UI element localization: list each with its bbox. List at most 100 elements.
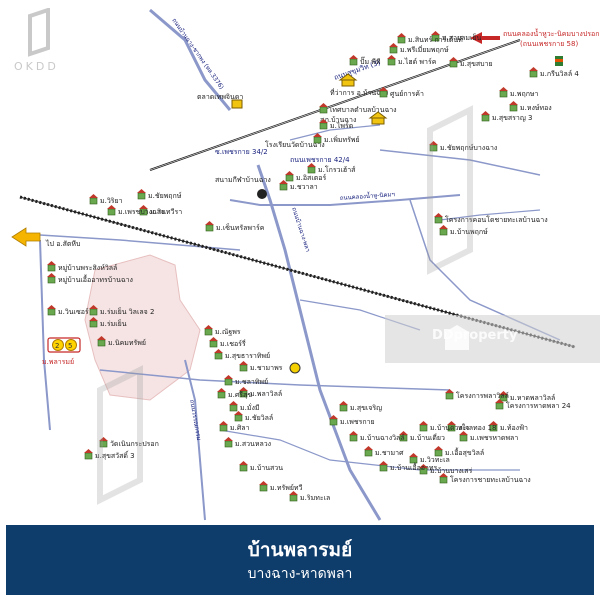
label-market: ตลาดเทพจินดา bbox=[197, 93, 243, 101]
house-marker-icon bbox=[439, 225, 448, 236]
place-label: ม.เซ็นทรัลพาร์ค bbox=[216, 223, 265, 232]
road-wannakorn bbox=[184, 359, 206, 521]
house-marker-icon bbox=[379, 461, 388, 472]
house-marker-icon bbox=[329, 415, 338, 426]
place-label: ม.ร่มเย็น วิลเลจ 2 bbox=[100, 307, 154, 316]
house-marker-icon bbox=[449, 57, 458, 68]
ddproperty-watermark: DDproperty bbox=[432, 328, 518, 343]
arrow-to-sattahip bbox=[11, 227, 41, 247]
place-label: ม.เชอร์รี่ bbox=[220, 339, 246, 348]
house-marker-icon bbox=[47, 261, 56, 272]
house-marker-icon bbox=[489, 421, 498, 432]
place-label: ม.พลาวิลล์ bbox=[250, 390, 282, 398]
place-label: เทศบาลตำบลบ้านฉาง bbox=[330, 106, 397, 114]
place-label: ม.ไฮด์ พาร์ค bbox=[398, 57, 437, 66]
house-marker-icon bbox=[434, 213, 443, 224]
place-label: ม.วินเซอร์ bbox=[58, 308, 89, 316]
house-marker-icon bbox=[259, 481, 268, 492]
house-marker-icon bbox=[364, 446, 373, 457]
house-marker-icon bbox=[379, 87, 388, 98]
house-marker-icon bbox=[495, 399, 504, 410]
arrow-top-right bbox=[470, 32, 500, 44]
place-label: ปั๊ม พีที bbox=[360, 56, 381, 66]
house-marker-icon bbox=[434, 446, 443, 457]
place-label: ม.สุขสราญ 3 bbox=[492, 114, 533, 122]
house-marker-icon bbox=[459, 431, 468, 442]
house-marker-icon bbox=[307, 163, 316, 174]
house-marker-icon bbox=[137, 189, 146, 200]
label-rd-banchang-phla: ถนนบ้านฉาง-พลา bbox=[290, 206, 311, 253]
place-label: ม.ชวาลา bbox=[290, 183, 318, 191]
house-marker-icon bbox=[289, 491, 298, 502]
place-label: ม.ชามาพร bbox=[250, 364, 283, 372]
place-label: ม.บ้านฉางวิลล์ bbox=[360, 434, 405, 442]
place-label: ม.มั่งมี bbox=[240, 403, 260, 412]
place-label: โครงการหาดพลา 24 bbox=[506, 401, 571, 410]
label-soi-42: ถนนเพชรกาย 42/4 bbox=[290, 156, 350, 164]
market-icon bbox=[231, 99, 243, 109]
place-label: ม.บ้านเอื้ออาทร bbox=[390, 461, 438, 472]
house-marker-icon bbox=[204, 325, 213, 336]
okdd-logo-text: OKDD bbox=[14, 60, 59, 73]
okdd-logo-icon bbox=[28, 7, 50, 57]
road-secondary-3 bbox=[379, 149, 541, 176]
place-label: ม.บ้านดวงใจ bbox=[430, 423, 469, 432]
house-marker-icon bbox=[339, 401, 348, 412]
house-marker-icon bbox=[107, 205, 116, 216]
label-police: สภ.บ้านฉาง bbox=[320, 116, 356, 124]
house-marker-icon bbox=[419, 421, 428, 432]
house-marker-icon bbox=[279, 180, 288, 191]
place-label: ม.นิคมทรัพย์ bbox=[108, 339, 146, 347]
place-label: ม.บ้านเดี่ยว bbox=[410, 433, 445, 442]
place-label: หมู่บ้านเอื้ออาทรบ้านฉาง bbox=[58, 273, 133, 284]
label-rd-3376: ถนนบ้านฉาง-ชากพง (ทล.3376) bbox=[170, 17, 225, 91]
place-label: วัดเนินกระปรอก bbox=[110, 440, 159, 448]
house-marker-icon bbox=[429, 141, 438, 152]
label-district-office: ที่ว่าการ อ.บ้านฉาง bbox=[330, 88, 388, 97]
seven-eleven-icon bbox=[555, 56, 563, 66]
road-to-sattahip bbox=[39, 239, 51, 431]
house-marker-icon bbox=[217, 388, 226, 399]
ddproperty-strip bbox=[385, 315, 600, 363]
house-marker-icon bbox=[139, 205, 148, 216]
place-label: ม.ไพร์ด bbox=[330, 121, 353, 130]
place-label: ม.สายลมเย็น bbox=[442, 33, 482, 42]
label-temple-school: โรงเรียนวัดบ้านฉาง bbox=[265, 140, 325, 149]
place-label: ม.พรีเมี่ยมพฤกษ์ bbox=[400, 45, 449, 54]
house-marker-icon bbox=[447, 421, 456, 432]
house-marker-icon bbox=[97, 336, 106, 347]
place-label: ม.บ้านสวน bbox=[250, 464, 283, 472]
house-marker-icon bbox=[285, 171, 294, 182]
place-label: ม.ณัฐพร bbox=[215, 328, 241, 336]
place-label: ม.สินทวีรา bbox=[150, 208, 182, 216]
place-label: ม.ชัยวิลล์ bbox=[245, 414, 273, 422]
place-label: ม.เพชรหาดพลา bbox=[470, 434, 518, 442]
place-label: ม.โกรวเฮ้าส์ bbox=[318, 165, 356, 174]
place-label: ม.ร่มเย็น bbox=[100, 319, 127, 328]
house-marker-icon bbox=[209, 337, 218, 348]
place-label: ม.เพิ่มทรัพย์ bbox=[324, 135, 360, 144]
house-marker-icon bbox=[445, 389, 454, 400]
house-marker-icon bbox=[499, 87, 508, 98]
label-top-note2: (ถนนเพชรกาย 58) bbox=[520, 40, 578, 48]
place-label: ม.วิวทะเล bbox=[420, 456, 450, 464]
house-marker-icon bbox=[389, 43, 398, 54]
place-label: ม.เพชรกาย bbox=[340, 418, 375, 426]
house-marker-icon bbox=[234, 411, 243, 422]
label-project: ม.พลารมย์ bbox=[42, 358, 74, 366]
place-label: โครงการพลาวิลล์ bbox=[456, 391, 509, 400]
house-marker-icon bbox=[219, 421, 228, 432]
house-marker-icon bbox=[47, 273, 56, 284]
place-label: ม.กรีนวิลล์ 4 bbox=[540, 70, 579, 78]
place-label: ม.สุขสบาย bbox=[460, 60, 493, 68]
place-label: ม.สุขเจริญ bbox=[350, 404, 382, 412]
label-stadium: สนามกีฬาบ้านฉาง bbox=[215, 176, 271, 184]
place-label: โครงการชายทะเลบ้านฉาง bbox=[450, 475, 531, 484]
label-soi-34: ซ.เพชรกาย 34/2 bbox=[215, 148, 268, 156]
place-label: ม.สวนหลวง bbox=[235, 440, 271, 448]
road-secondary-2 bbox=[99, 369, 451, 391]
house-marker-icon bbox=[205, 221, 214, 232]
place-label: ม.ศรีสุข bbox=[228, 391, 252, 399]
place-label: ม.ชัยพฤกษ์ bbox=[148, 192, 182, 200]
